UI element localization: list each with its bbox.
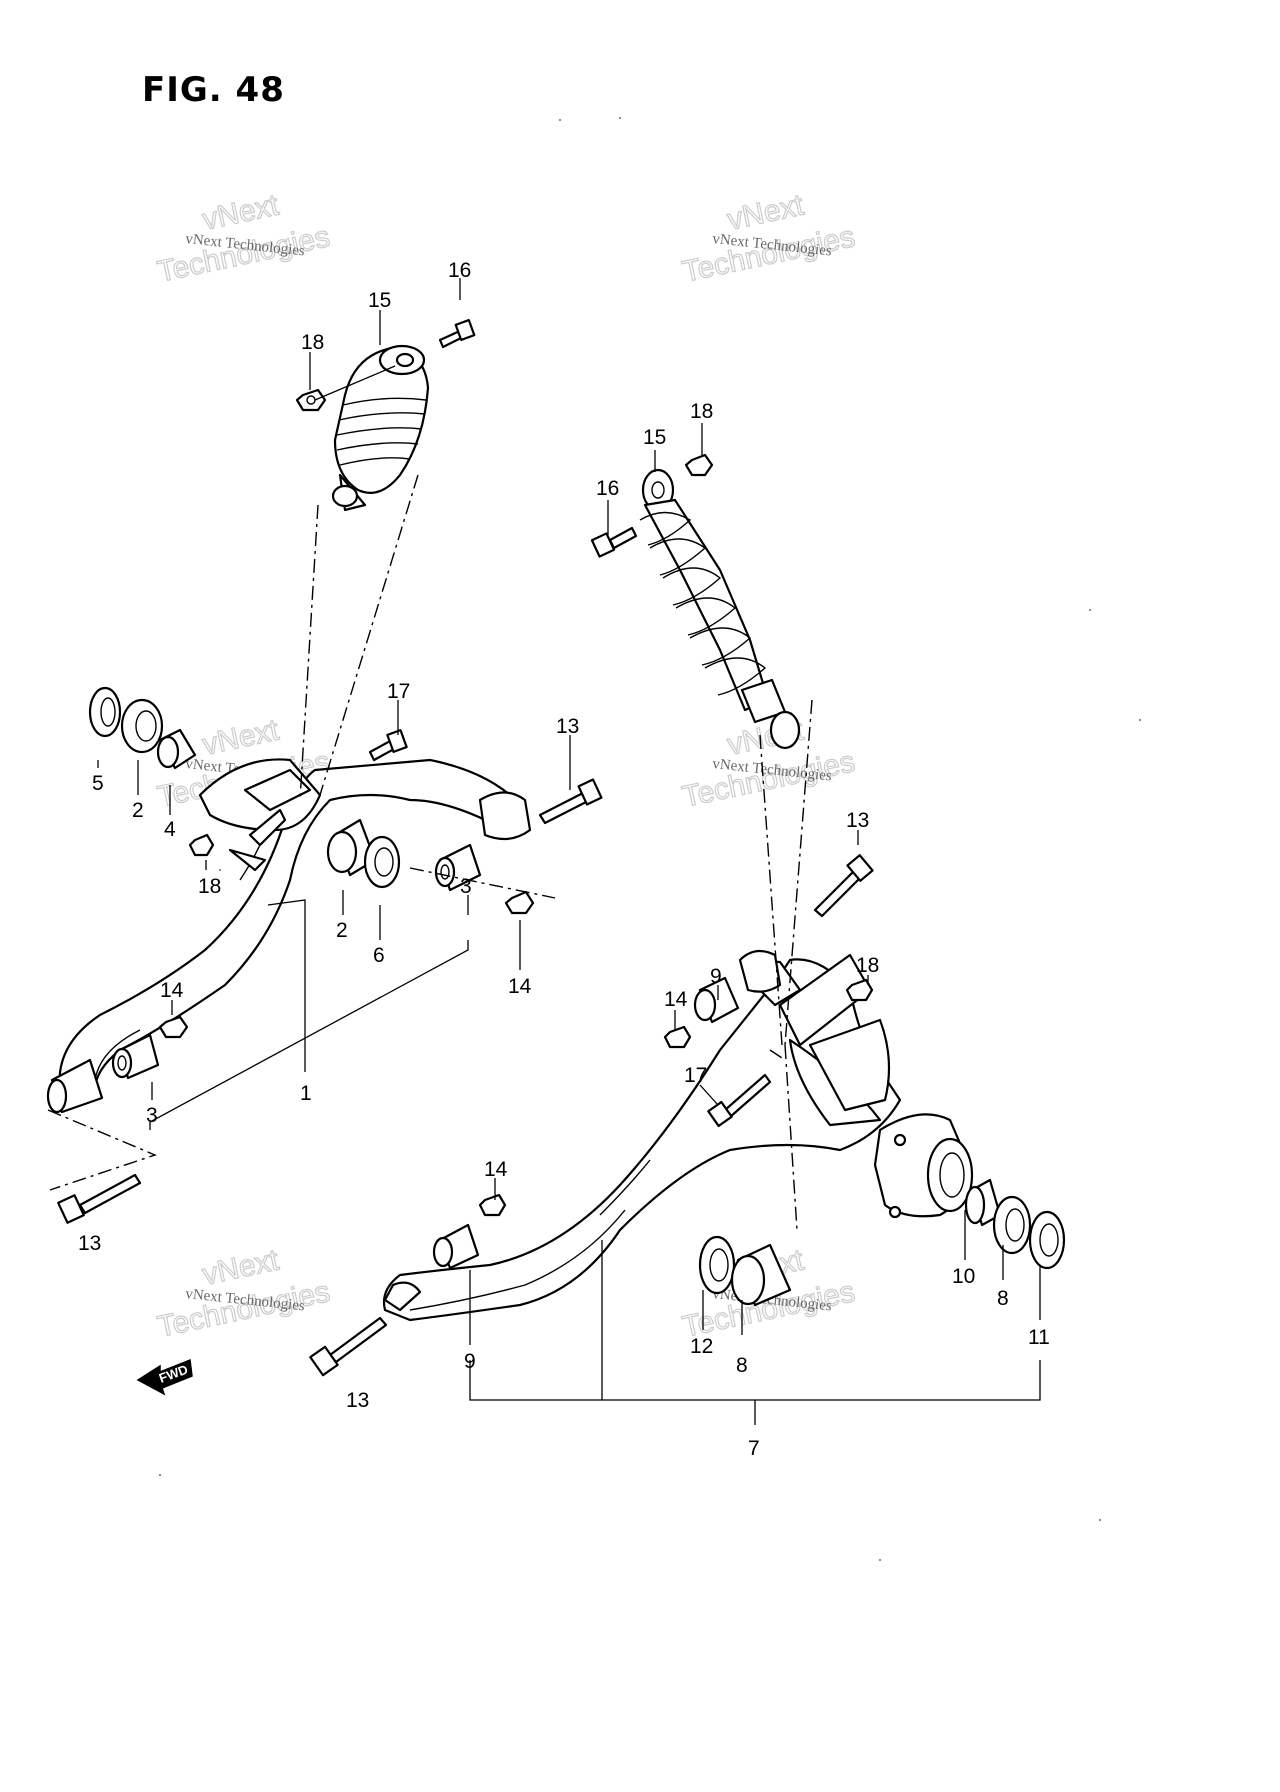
left-assembly-line-b — [319, 474, 419, 796]
right-seal-11 — [1028, 1210, 1066, 1270]
watermark-top-right: vNext Technologies vNext Technologies — [679, 188, 858, 290]
watermark-top-left: vNext Technologies vNext Technologies — [154, 188, 333, 290]
right-bushing-9-bottom — [383, 1223, 480, 1312]
left-bolt-17 — [368, 729, 408, 762]
right-seal-12 — [698, 1235, 736, 1295]
scan-specks — [159, 117, 1141, 1561]
callout-14-left-mid: 14 — [508, 975, 532, 998]
left-oil-seal-5 — [88, 686, 122, 738]
left-bracket-1 — [149, 940, 469, 1130]
right-bearing-8-left — [730, 1243, 792, 1307]
callout-12: 12 — [690, 1335, 713, 1358]
callout-13-left-top: 13 — [556, 715, 579, 738]
left-bolt-13-bottom — [57, 1173, 142, 1224]
callout-2-left-top: 2 — [132, 799, 144, 822]
callout-leaders — [97, 278, 1041, 1345]
left-bolt-13-top — [538, 778, 603, 825]
left-seal-6 — [363, 835, 401, 889]
callout-18-right: 18 — [690, 400, 713, 423]
left-spacer-4 — [156, 728, 197, 770]
forward-arrow-icon: FWD — [136, 1358, 193, 1396]
watermark-big-2: Technologies — [155, 1275, 333, 1344]
left-assembly-line-c — [47, 1109, 157, 1191]
watermark-bottom-left: vNext Technologies vNext Technologies — [154, 1243, 333, 1345]
left-leader-1 — [267, 899, 306, 1072]
callout-1: 1 — [300, 1082, 312, 1105]
callout-7: 7 — [748, 1437, 760, 1460]
left-nut-14-bottom — [158, 1015, 189, 1039]
callout-15-right: 15 — [643, 426, 666, 449]
left-pivot-bushing-front — [46, 1058, 104, 1114]
callout-3-left-bottom: 3 — [146, 1104, 158, 1127]
callout-13-right-bottom: 13 — [346, 1389, 369, 1412]
watermark-big-1: vNext — [200, 1243, 283, 1291]
callout-8-right: 8 — [997, 1287, 1009, 1310]
right-assembly-line-c — [784, 1044, 798, 1231]
watermark-big-2: Technologies — [155, 220, 333, 289]
callout-5: 5 — [92, 772, 104, 795]
callout-16-right: 16 — [596, 477, 619, 500]
callout-labels: 16 15 18 18 15 16 17 13 5 2 4 18 2 6 3 1… — [78, 259, 1050, 1460]
right-bolt-13-top — [813, 854, 874, 918]
right-nut-14-bottom — [478, 1193, 507, 1217]
right-assembly-line-b — [784, 699, 813, 1046]
right-assembly-line-a — [759, 734, 783, 1046]
callout-15-left: 15 — [368, 289, 391, 312]
watermark-middle-right: vNext Technologies vNext Technologies — [679, 713, 858, 815]
callout-17-left: 17 — [387, 680, 410, 703]
left-nut-14-mid — [504, 890, 535, 915]
left-assembly-line-a — [299, 504, 319, 801]
callout-3-left-top: 3 — [460, 875, 472, 898]
right-collar-10 — [964, 1178, 1002, 1227]
left-shock-nut — [295, 388, 327, 412]
left-bushing-3-top — [434, 843, 482, 892]
callout-8-left: 8 — [736, 1354, 748, 1377]
right-pivot-housing — [873, 1113, 974, 1219]
left-assembly-line-d — [409, 867, 556, 899]
callout-11: 11 — [1028, 1326, 1050, 1349]
watermark-big-1: vNext — [200, 188, 283, 236]
right-swing-arm — [382, 953, 902, 1322]
callout-14-right-bottom: 14 — [484, 1158, 508, 1181]
left-nut-18-mid — [188, 833, 215, 857]
right-nut-14-top — [663, 1025, 692, 1049]
figure-title: FIG. 48 — [142, 70, 285, 110]
callout-2-left-mid: 2 — [336, 919, 348, 942]
callout-4: 4 — [164, 818, 176, 841]
right-bolt-17 — [707, 1073, 772, 1128]
callout-14-right-top: 14 — [664, 988, 688, 1011]
right-shock-nut — [684, 453, 714, 477]
callout-9-right-bottom: 9 — [464, 1350, 476, 1373]
callout-14-left-bottom: 14 — [160, 979, 184, 1002]
right-assembly-line-d — [769, 1049, 786, 1061]
left-shock-absorber — [331, 344, 430, 512]
right-nut-18-mid — [845, 978, 874, 1002]
left-bushing-3-bottom — [111, 1033, 160, 1080]
left-bearing-2-mid — [326, 818, 377, 877]
callout-18-right-mid: 18 — [856, 954, 879, 977]
right-bushing-9-top — [693, 949, 782, 1024]
left-shock-bolt — [438, 318, 476, 349]
bottom-bracket-7 — [469, 1360, 1041, 1401]
right-bolt-13-bottom — [309, 1316, 388, 1377]
callout-6: 6 — [373, 944, 385, 967]
callout-13-right-top: 13 — [846, 809, 869, 832]
callout-18-left: 18 — [301, 331, 324, 354]
watermark-big-1: vNext — [200, 713, 283, 761]
right-shock-absorber — [639, 468, 801, 750]
callout-17-right: 17 — [684, 1064, 707, 1087]
watermark-big-1: vNext — [725, 188, 808, 236]
left-swing-arm — [58, 758, 532, 1092]
callout-18-left-mid: 18 — [198, 875, 221, 898]
callout-9-right-top: 9 — [710, 965, 722, 988]
right-shock-bolt — [590, 526, 638, 558]
left-shock-axis-line — [314, 365, 396, 401]
right-bearing-8-right — [992, 1195, 1032, 1255]
callout-16-left: 16 — [448, 259, 471, 282]
left-bearing-2-top — [120, 698, 164, 754]
callout-10: 10 — [952, 1265, 975, 1288]
callout-13-left-bottom: 13 — [78, 1232, 101, 1255]
